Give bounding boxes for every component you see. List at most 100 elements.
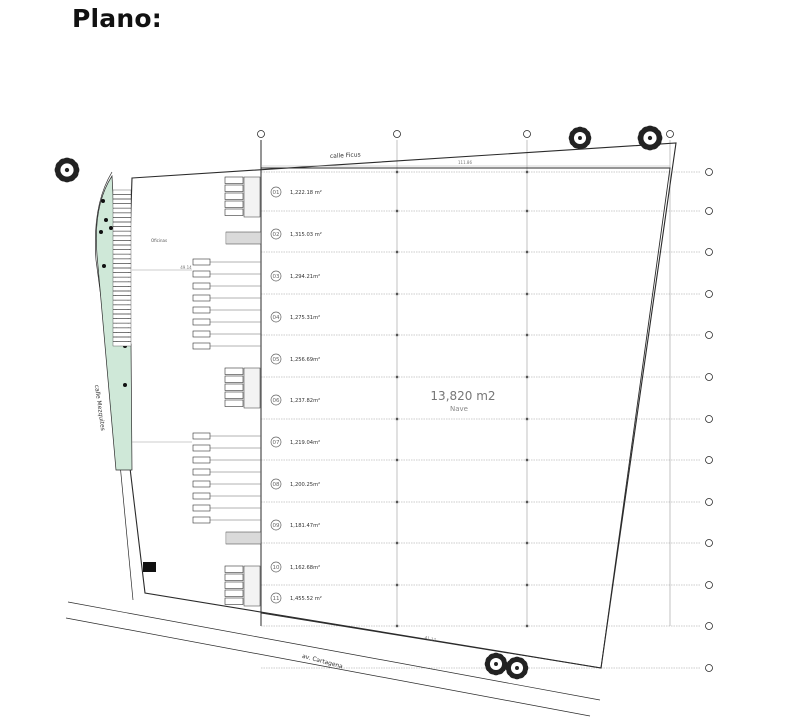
- column-marker: [395, 583, 399, 587]
- truck-dock: [224, 581, 244, 589]
- truck-dock: [224, 200, 244, 208]
- truck-dock: [224, 383, 244, 391]
- parking-stall: [112, 337, 132, 342]
- shrub: [99, 230, 103, 234]
- unit-number: 03: [273, 274, 280, 280]
- trees: [54, 125, 663, 680]
- parking-stall: [112, 291, 132, 296]
- parking-stall: [112, 198, 132, 204]
- street-label-south: av. Cartagena: [301, 653, 344, 671]
- dimension-north: 111.86: [458, 160, 472, 165]
- unit-area: 1,275.31m²: [290, 315, 320, 321]
- unit-number-bubble: [270, 270, 282, 282]
- column-marker: [395, 541, 399, 545]
- truck-dock: [224, 597, 244, 605]
- parking-stall: [112, 244, 132, 250]
- tree-icon: [637, 125, 663, 151]
- truck-dock: [224, 375, 244, 383]
- column-marker: [395, 170, 399, 174]
- unit-area: 1,455.52 m²: [290, 596, 322, 602]
- shrub: [104, 218, 108, 222]
- axis-bubble: [705, 168, 713, 176]
- unit-number-bubble: [270, 186, 282, 198]
- unit-number-bubble: [270, 228, 282, 240]
- loading-dock: [192, 456, 211, 464]
- property-line: [127, 142, 677, 669]
- office-block: [243, 367, 261, 409]
- unit-number-bubble: [270, 353, 282, 365]
- ramp: [225, 231, 262, 245]
- unit-number: 09: [273, 523, 280, 529]
- loading-dock: [192, 516, 211, 524]
- office-block: [243, 565, 261, 607]
- column-marker: [395, 458, 399, 462]
- parking-stall: [112, 249, 132, 255]
- truck-dock: [224, 208, 244, 216]
- axis-bubble: [705, 290, 713, 298]
- column-marker: [395, 375, 399, 379]
- column-marker: [525, 250, 529, 254]
- building-outline: [260, 167, 671, 669]
- column-marker: [525, 500, 529, 504]
- loading-dock: [192, 306, 211, 314]
- column-marker: [395, 417, 399, 421]
- unit-area: 1,237.82m²: [290, 398, 320, 404]
- loading-dock: [192, 282, 211, 290]
- loading-dock: [192, 492, 211, 500]
- unit-number: 02: [273, 232, 280, 238]
- unit-number: 01: [273, 190, 280, 196]
- loading-dock: [192, 480, 211, 488]
- tree-trunk: [64, 167, 70, 173]
- parking-stall: [112, 277, 132, 282]
- parking-stall: [112, 217, 132, 223]
- parking-stall: [112, 318, 132, 324]
- truck-dock: [224, 399, 244, 407]
- column-marker: [525, 292, 529, 296]
- axis-bubble: [705, 415, 713, 423]
- axis-bubble: [705, 207, 713, 215]
- parking-stall: [112, 194, 132, 200]
- axis-bubble: [705, 331, 713, 339]
- column-marker: [525, 458, 529, 462]
- truck-dock: [224, 589, 244, 597]
- unit-number-bubble: [270, 436, 282, 448]
- tree-icon: [568, 126, 592, 150]
- unit-number: 11: [273, 596, 280, 602]
- unit-number-bubble: [270, 478, 282, 490]
- loading-dock: [192, 294, 211, 302]
- nave-area: 13,820 m2: [430, 389, 495, 403]
- unit-area: 1,315.03 m²: [290, 232, 322, 238]
- column-marker: [525, 417, 529, 421]
- parking-stall: [112, 212, 132, 218]
- office-label: Oficinas: [151, 238, 167, 243]
- column-marker: [525, 209, 529, 213]
- parking-stall: [112, 341, 132, 347]
- axis-bubble: [257, 130, 265, 138]
- loading-dock: [192, 318, 211, 326]
- unit-area: 1,181.47m²: [290, 523, 320, 529]
- parking-stall: [112, 327, 132, 333]
- tree-icon: [54, 157, 80, 183]
- truck-dock: [224, 565, 244, 573]
- parking-stall: [112, 272, 132, 278]
- parking-stall: [112, 189, 132, 195]
- column-marker: [525, 333, 529, 337]
- unit-number: 08: [273, 482, 280, 488]
- parking-stall: [112, 221, 132, 227]
- tree-trunk: [578, 136, 582, 140]
- parking-stall: [112, 268, 132, 273]
- loading-dock: [192, 468, 211, 476]
- axis-bubble: [705, 248, 713, 256]
- dimension-west: 49.14: [180, 265, 192, 270]
- column-marker: [525, 583, 529, 587]
- ramp: [225, 531, 262, 545]
- truck-dock: [224, 184, 244, 192]
- unit-number: 06: [273, 398, 280, 404]
- column-marker: [395, 333, 399, 337]
- parking-stall: [112, 314, 132, 319]
- street-label-north: calle Ficus: [330, 151, 361, 160]
- axis-bubble: [705, 373, 713, 381]
- parking-stall: [112, 203, 132, 209]
- loading-dock: [192, 432, 211, 440]
- office-block: [243, 176, 261, 218]
